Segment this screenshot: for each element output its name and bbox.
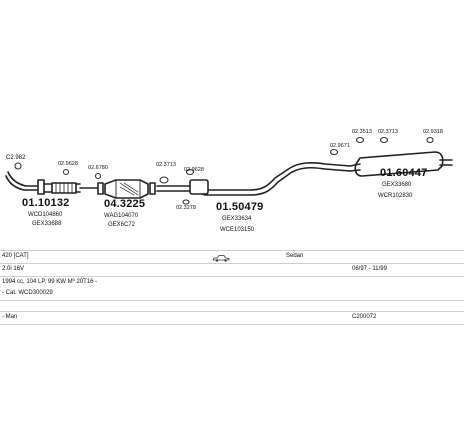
info-row-engine: 2.0i 16V 06/97 - 11/99 [0,265,464,276]
main-part-3-ref-1: GEX33634 [222,216,252,222]
gasket-a [97,182,104,195]
main-part-4-ref-1: GEX33680 [382,182,412,188]
sedan-icon [212,255,230,262]
engine-spec: 1994 cc, 104 LP, 99 KW Mº 20T16 - [2,279,98,285]
mid-pipe-b [156,162,351,191]
part-code-pipe-g: 02.9671 [330,143,350,149]
exhaust-diagram [5,136,453,205]
resonator [189,179,209,195]
info-rule-top [0,250,464,251]
hanger-3 [94,172,102,180]
main-part-1-number: 01.10132 [22,197,70,209]
main-part-3-ref-2: WCE103150 [220,227,255,233]
info-rule-1 [0,263,464,264]
hanger-10 [426,136,434,144]
info-rule-3 [0,300,464,301]
vehicle-model: 420 [CAT] [2,253,29,259]
reference-code: C200072 [352,314,377,320]
gasket-b [149,182,156,195]
maker: - Man [2,314,18,320]
info-rule-bottom [0,324,464,325]
part-code-pipe-f: 02.3278 [176,205,196,211]
main-part-1-ref-1: WCD104860 [28,212,63,218]
part-code-pipe-j: 02.9318 [423,129,443,135]
hanger-1 [14,162,22,170]
catalyst-code: - Cat. WCD300029 [2,290,53,296]
rear-silencer [354,151,444,177]
hanger-5 [185,168,195,176]
production-period: 06/97 - 11/99 [352,266,387,272]
main-part-3-number: 01.50479 [216,201,264,213]
info-row-catalyst: - Cat. WCD300029 [0,289,464,300]
main-part-4-ref-2: WCR102830 [378,193,413,199]
hanger-4 [159,176,169,184]
main-part-2-ref-2: GEX6C72 [108,222,136,228]
catalytic-converter [104,179,149,199]
engine: 2.0i 16V [2,266,25,272]
part-code-pipe-i: 02.3713 [378,129,398,135]
main-part-2-number: 04.3225 [104,198,146,210]
hanger-9 [379,136,389,144]
tail-pipe [439,159,453,166]
main-part-1-ref-2: GEX33688 [32,221,62,227]
hanger-8 [355,136,365,144]
hanger-7 [329,148,339,156]
part-code-pipe-c: 02.6780 [88,165,108,171]
hanger-2 [62,168,70,176]
part-code-pipe-b: 02.9628 [58,161,78,167]
info-row-maker: - Man C200072 [0,313,464,324]
main-part-2-ref-1: WAG104070 [104,213,139,219]
hanger-6 [182,199,190,205]
body-type: Sedan [286,253,304,259]
info-row-model: 420 [CAT] Sedan [0,252,464,263]
front-pipe [5,175,41,191]
part-code-pipe-a: C2.982 [6,155,26,161]
part-code-pipe-h: 02.3513 [352,129,372,135]
info-row-spec: 1994 cc, 104 LP, 99 KW Mº 20T16 - [0,278,464,289]
mid-pipe-b-lower [156,166,351,196]
front-flange [37,179,45,195]
info-rule-2 [0,276,464,277]
front-pipe-inner [7,171,41,187]
main-part-4-number: 01.60447 [380,167,428,179]
info-rule-4 [0,311,464,312]
part-code-pipe-d: 02.3713 [156,162,176,168]
part-code-pipe-e: 02.9628 [184,167,204,173]
